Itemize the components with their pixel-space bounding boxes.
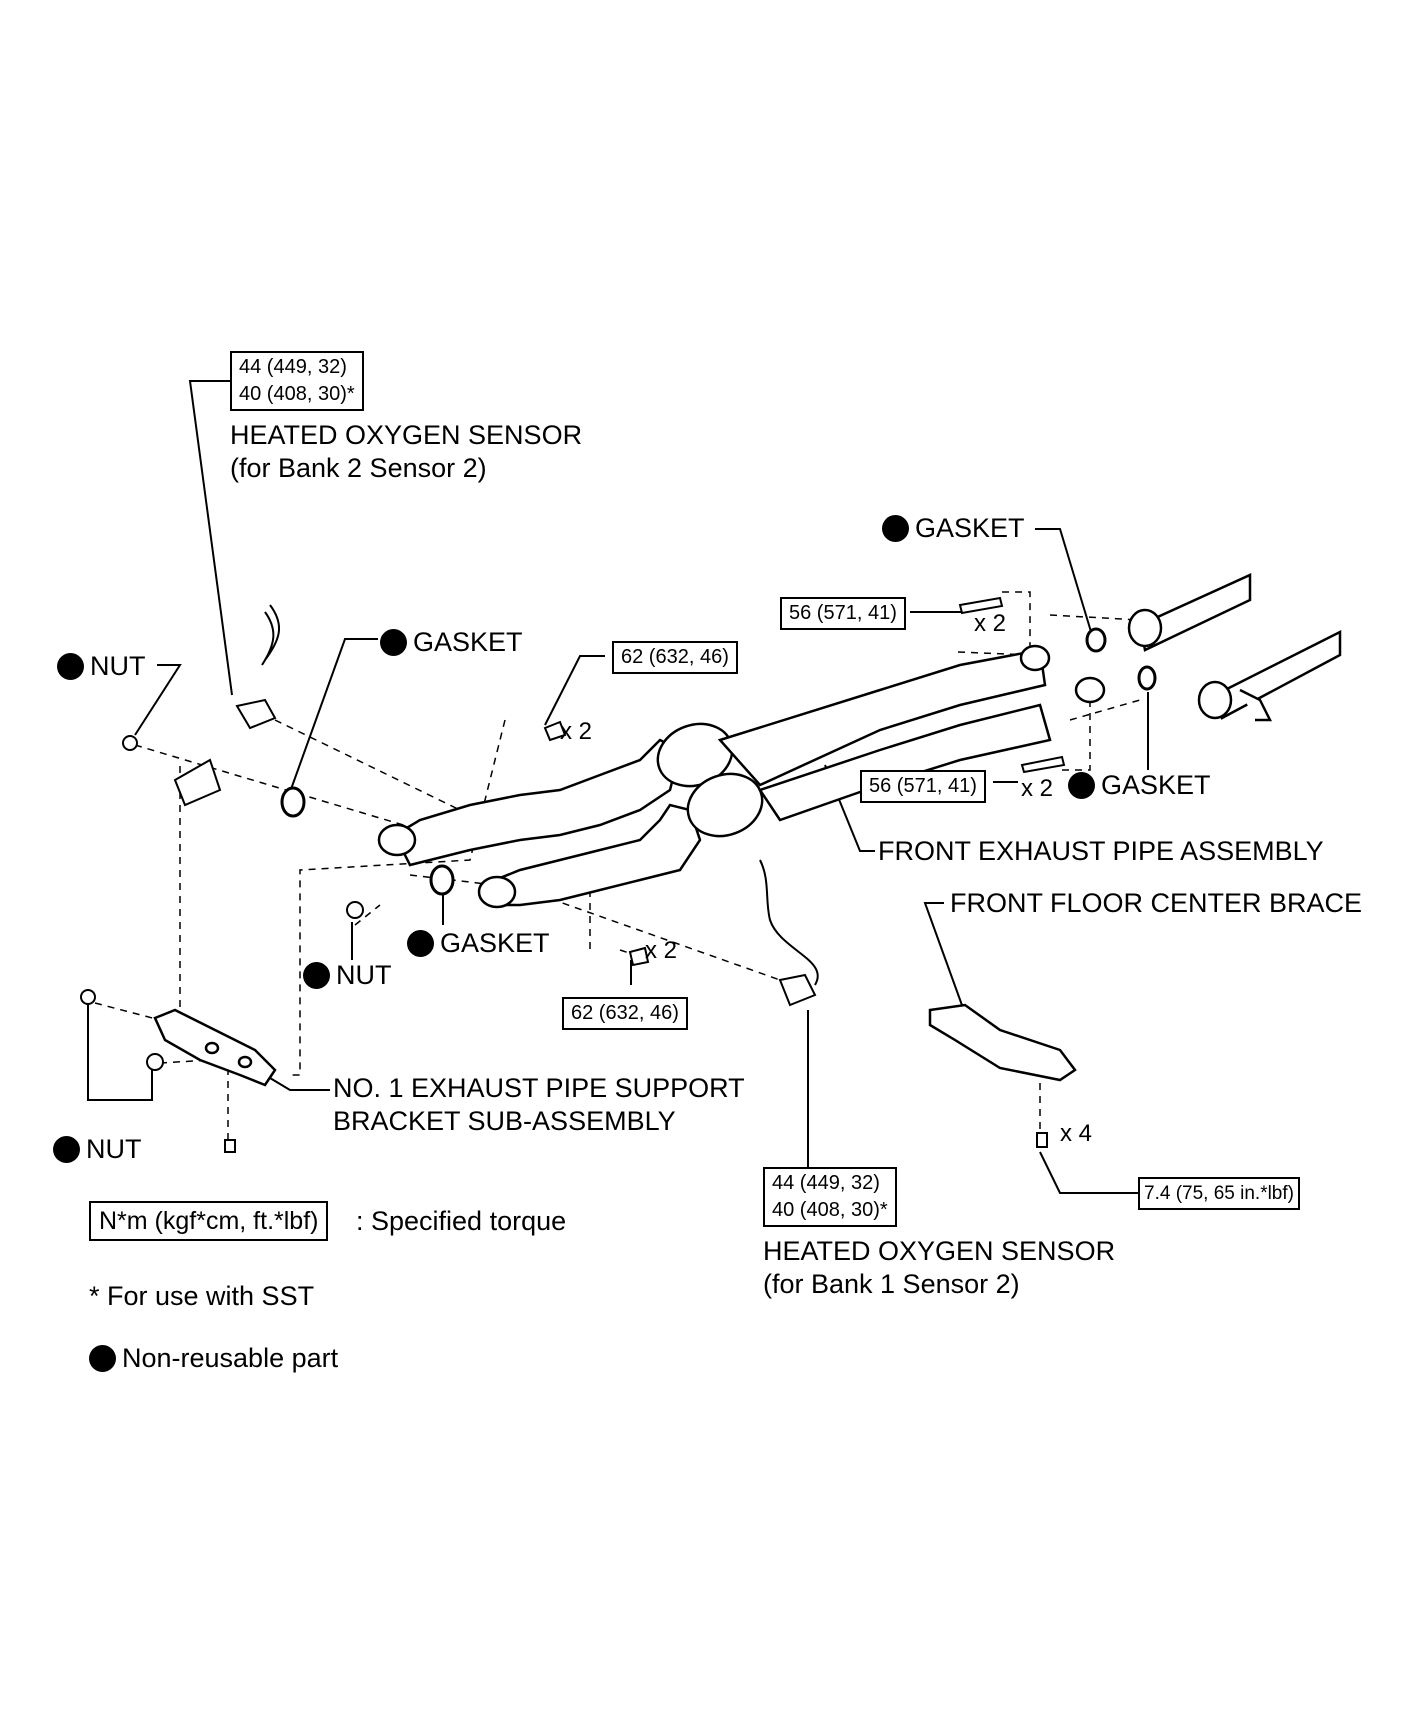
brace-bolt-torque: 7.4 (75, 65 in.*lbf): [1138, 1177, 1300, 1210]
front-exhaust-pipe-label: FRONT EXHAUST PIPE ASSEMBLY: [878, 836, 1324, 866]
leader-bracket: [264, 1074, 330, 1091]
legend-torque-desc: : Specified torque: [356, 1206, 567, 1236]
non-reusable-icon: [53, 1136, 80, 1163]
bolt-right-upper-qty: x 2: [974, 610, 1007, 637]
gasket-lower-center-label: GASKET: [407, 928, 550, 959]
leader-ho2s-bank2: [188, 380, 233, 696]
legend-non-reusable: Non-reusable part: [89, 1343, 338, 1374]
non-reusable-icon: [89, 1345, 116, 1372]
ho2s-bank2-subtitle: (for Bank 2 Sensor 2): [230, 453, 487, 483]
non-reusable-icon: [57, 653, 84, 680]
support-bracket-subtitle: BRACKET SUB-ASSEMBLY: [333, 1106, 676, 1136]
ho2s-bank1-name: HEATED OXYGEN SENSOR: [763, 1236, 1116, 1266]
non-reusable-icon: [407, 930, 434, 957]
non-reusable-icon: [303, 962, 330, 989]
bolt-right-upper-torque: 56 (571, 41): [780, 597, 906, 630]
ho2s-bank2-torque-sst: 40 (408, 30)*: [239, 383, 355, 405]
bolt-right-lower-torque: 56 (571, 41): [860, 770, 986, 803]
non-reusable-icon: [380, 629, 407, 656]
gasket-top-right-label: GASKET: [882, 513, 1025, 544]
ho2s-bank2-torque-box: 44 (449, 32) 40 (408, 30)*: [230, 351, 364, 411]
front-floor-brace-label: FRONT FLOOR CENTER BRACE: [950, 888, 1363, 918]
leader-gasket-topright: [1035, 528, 1093, 636]
gasket-right-label: GASKET: [1068, 770, 1211, 801]
ho2s-bank2-torque-std: 44 (449, 32): [239, 356, 347, 378]
ho2s-bank2-name: HEATED OXYGEN SENSOR: [230, 420, 583, 450]
bolt-right-lower-qty: x 2: [1021, 775, 1054, 802]
non-reusable-icon: [882, 515, 909, 542]
leader-nut-upper: [134, 664, 182, 736]
nut-lower-left-label: NUT: [53, 1134, 142, 1165]
leader-bolt-upper: [544, 655, 605, 726]
ho2s-bank1-torque-std: 44 (449, 32): [772, 1172, 880, 1194]
non-reusable-icon: [1068, 772, 1095, 799]
brace-bolt-qty: x 4: [1060, 1120, 1093, 1147]
nut-upper-left-label: NUT: [57, 651, 146, 682]
gasket-center-left-label: GASKET: [380, 627, 523, 658]
legend-sst-note: * For use with SST: [89, 1281, 315, 1311]
nut-center-label: NUT: [303, 960, 392, 991]
ho2s-bank1-torque-sst: 40 (408, 30)*: [772, 1199, 888, 1221]
support-bracket-name: NO. 1 EXHAUST PIPE SUPPORT: [333, 1073, 745, 1103]
legend-torque-unit: N*m (kgf*cm, ft.*lbf): [89, 1201, 329, 1241]
leader-brace: [923, 902, 964, 1009]
bolt-lower-qty: x 2: [645, 937, 678, 964]
ho2s-bank1-subtitle: (for Bank 1 Sensor 2): [763, 1269, 1020, 1299]
leader-brace-bolt: [1039, 1151, 1140, 1194]
bolt-upper-qty: x 2: [560, 718, 593, 745]
bolt-lower-torque: 62 (632, 46): [562, 997, 688, 1030]
leader-gasket-center: [289, 638, 378, 793]
ho2s-bank1-torque-box: 44 (449, 32) 40 (408, 30)*: [763, 1167, 897, 1227]
leader-nut-lower: [87, 1003, 153, 1101]
bolt-upper-torque: 62 (632, 46): [612, 641, 738, 674]
